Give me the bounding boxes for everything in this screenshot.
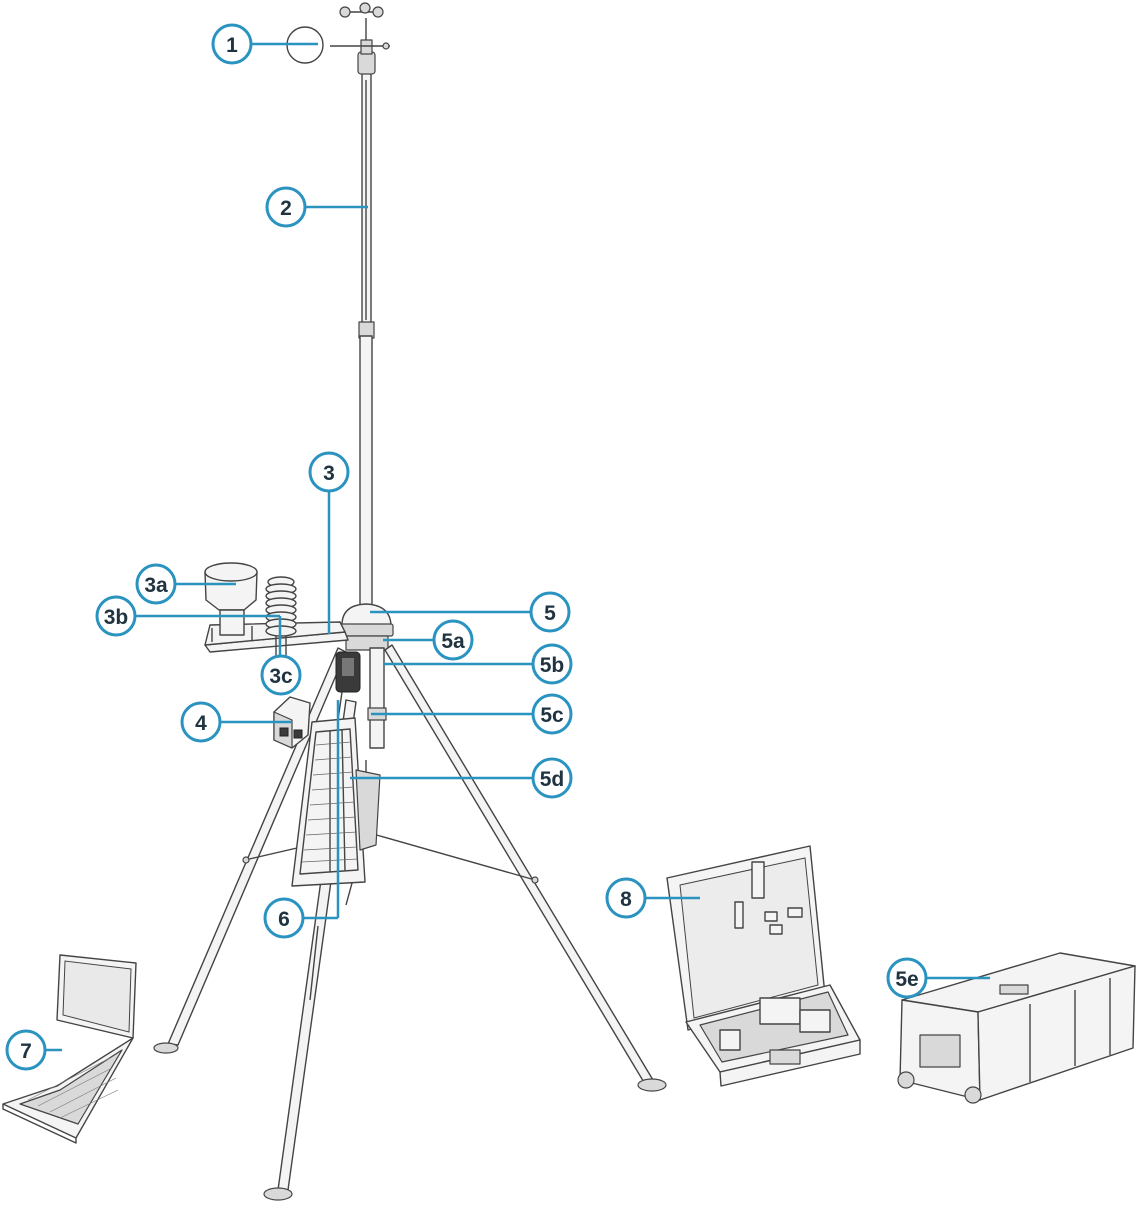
svg-text:1: 1 (226, 34, 238, 57)
svg-text:6: 6 (278, 908, 290, 931)
wind-sensor (287, 3, 390, 74)
closed-transport-case (898, 953, 1135, 1103)
callout-5c: 5c (533, 695, 571, 733)
telescopic-mast (359, 72, 374, 606)
svg-text:3c: 3c (269, 665, 293, 688)
callout-3b: 3b (97, 597, 135, 635)
callout-5: 5 (531, 593, 569, 631)
svg-text:5c: 5c (540, 704, 564, 727)
callout-5d: 5d (533, 759, 571, 797)
callout-1: 1 (213, 25, 251, 63)
callout-5b: 5b (533, 645, 571, 683)
svg-text:3b: 3b (104, 606, 129, 629)
svg-text:3: 3 (323, 462, 335, 485)
svg-text:5e: 5e (895, 968, 918, 991)
svg-text:5d: 5d (540, 768, 565, 791)
tripod (154, 645, 666, 1200)
callout-7: 7 (7, 1031, 45, 1069)
svg-text:5: 5 (544, 602, 556, 625)
callout-3: 3 (310, 453, 348, 491)
callout-5a: 5a (434, 621, 472, 659)
callout-3a: 3a (137, 565, 175, 603)
callout-8: 8 (607, 879, 645, 917)
svg-text:5b: 5b (540, 654, 565, 677)
svg-text:4: 4 (195, 712, 207, 735)
svg-text:8: 8 (620, 888, 632, 911)
open-transport-case (667, 846, 860, 1086)
callout-2: 2 (267, 188, 305, 226)
cup-anemometer (340, 3, 383, 17)
leader-lines (45, 44, 990, 1050)
svg-text:2: 2 (280, 197, 292, 220)
callout-3c: 3c (262, 656, 300, 694)
callout-4: 4 (182, 703, 220, 741)
svg-text:5a: 5a (441, 630, 465, 653)
callout-6: 6 (265, 899, 303, 937)
svg-text:3a: 3a (144, 574, 168, 597)
svg-text:7: 7 (20, 1040, 32, 1063)
callout-5e: 5e (888, 959, 926, 997)
